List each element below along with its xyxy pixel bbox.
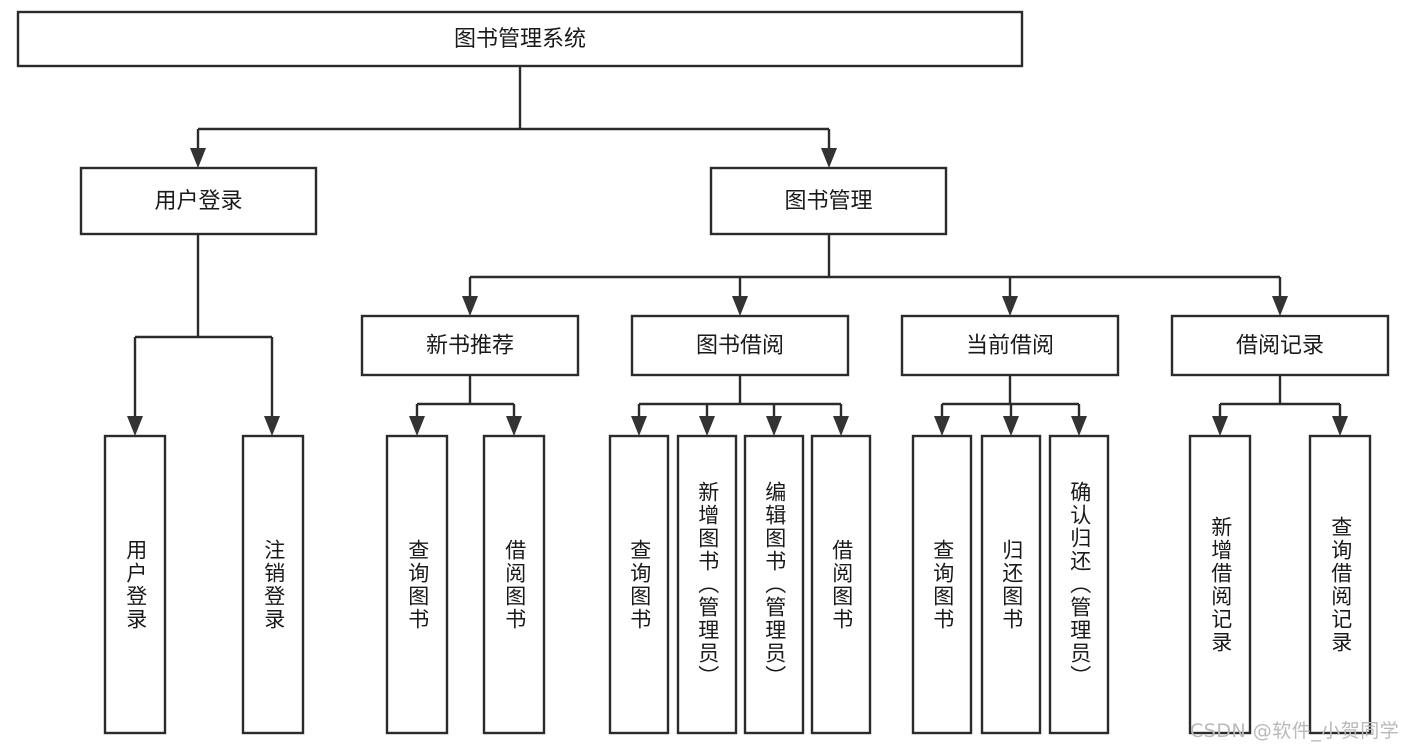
node-root-box[interactable] [16, 10, 1024, 68]
node-current-borrow-box[interactable] [900, 314, 1120, 377]
current-borrow-connector-arrow-1 [1003, 416, 1019, 436]
book-management-connector-arrow-3 [1272, 296, 1288, 316]
node-leaf-add-borrow-record-box[interactable] [1188, 434, 1252, 735]
borrow-record-connector-arrow-0 [1212, 416, 1228, 436]
node-user-login-label: 用户登录 [154, 189, 242, 214]
current-borrow-connector-arrow-2 [1071, 416, 1087, 436]
node-leaf-logout-box[interactable] [241, 434, 305, 735]
node-book-borrow-box[interactable] [630, 314, 850, 377]
node-leaf-add-book-admin-box[interactable] [676, 434, 738, 735]
node-book-management-label: 图书管理 [784, 189, 872, 214]
book-management-connector-arrow-1 [732, 296, 748, 316]
book-borrow-connector-arrow-0 [631, 416, 647, 436]
book-management-connector-arrow-0 [462, 296, 478, 316]
book-management-connector-arrow-2 [1002, 296, 1018, 316]
new-book-recommend-connector-arrow-0 [409, 416, 425, 436]
node-leaf-user-login-box[interactable] [103, 434, 167, 735]
user-login-connector-arrow-0 [127, 416, 143, 436]
borrow-record-connector-arrow-1 [1332, 416, 1348, 436]
book-borrow-connector-arrow-1 [699, 416, 715, 436]
node-borrow-record-label: 借阅记录 [1236, 334, 1324, 359]
connectors-layer [127, 66, 1348, 436]
node-book-borrow-label: 图书借阅 [696, 334, 784, 359]
root-connector-arrow-1 [821, 148, 837, 168]
node-new-book-recommend-box[interactable] [360, 314, 580, 377]
node-leaf-query-book-borrow-box[interactable] [608, 434, 670, 735]
new-book-recommend-connector-arrow-1 [506, 416, 522, 436]
node-current-borrow-label: 当前借阅 [966, 334, 1054, 359]
node-leaf-return-book-box[interactable] [980, 434, 1042, 735]
csdn-watermark: CSDN @软件_小贺同学 [1190, 720, 1400, 742]
node-leaf-edit-book-admin-box[interactable] [743, 434, 805, 735]
node-leaf-borrow-book-box[interactable] [810, 434, 872, 735]
node-borrow-record-box[interactable] [1170, 314, 1390, 377]
book-borrow-connector-arrow-2 [766, 416, 782, 436]
node-leaf-query-book-recommend-box[interactable] [385, 434, 449, 735]
current-borrow-connector-arrow-0 [934, 416, 950, 436]
node-leaf-query-book-current-box[interactable] [911, 434, 973, 735]
node-leaf-borrow-book-recommend-box[interactable] [482, 434, 546, 735]
node-user-login-box[interactable] [79, 166, 318, 236]
user-login-connector-arrow-1 [264, 416, 280, 436]
node-new-book-recommend-label: 新书推荐 [426, 334, 514, 359]
book-borrow-connector-arrow-3 [833, 416, 849, 436]
node-leaf-query-borrow-record-box[interactable] [1308, 434, 1372, 735]
node-book-management-box[interactable] [709, 166, 948, 236]
node-leaf-confirm-return-admin-box[interactable] [1048, 434, 1110, 735]
boxes-layer [16, 10, 1390, 735]
root-connector-arrow-0 [190, 148, 206, 168]
node-root-label: 图书管理系统 [454, 27, 586, 52]
